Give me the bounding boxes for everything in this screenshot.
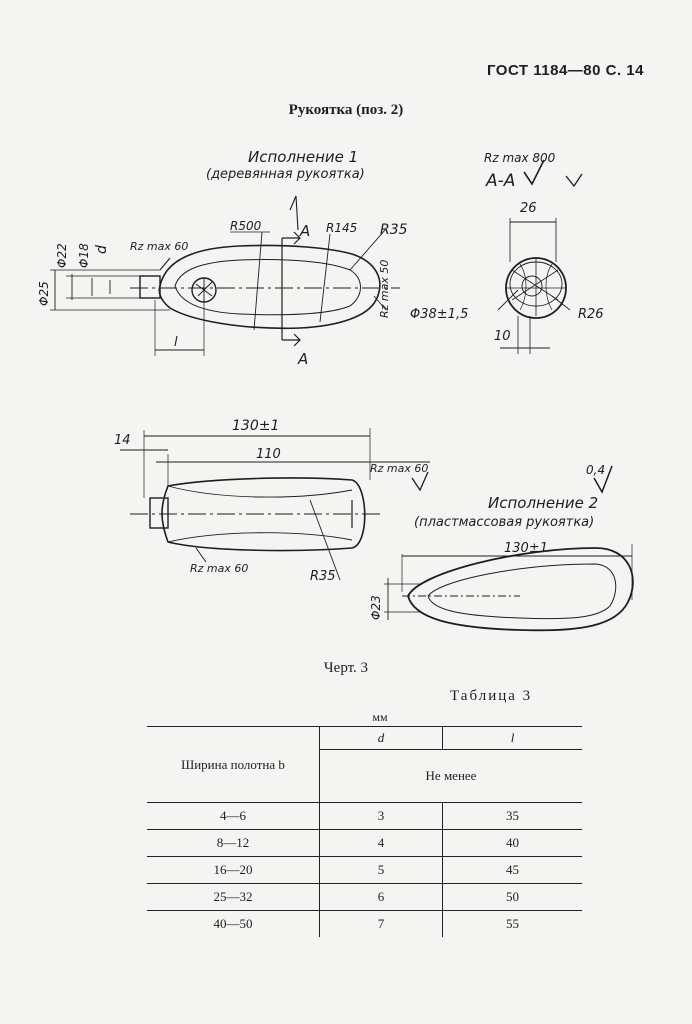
handle-side-ferrule [149, 497, 169, 529]
header-l: l [442, 726, 582, 750]
handle1-inner [174, 258, 361, 316]
label-section: А-А [485, 171, 515, 191]
cell-d: 5 [319, 856, 443, 884]
label-r500: R500 [230, 219, 262, 233]
label-section-rough: Rz max 800 [484, 151, 556, 165]
handle2-outline [407, 547, 634, 632]
label-r145: R145 [326, 221, 357, 235]
cell-d: 4 [319, 829, 443, 857]
label-rz60: Rz max 60 [130, 240, 188, 253]
cell-d: 7 [319, 910, 443, 937]
label-l130: 130±1 [232, 418, 279, 434]
cell-d: 3 [319, 802, 443, 830]
label-arrow-a-bottom: А [297, 350, 308, 368]
technical-drawing: Исполнение 1 (деревянная рукоятка) Rz ma… [37, 148, 634, 632]
label-r26: R26 [578, 307, 604, 322]
table-unit: мм [372, 710, 388, 724]
cell-d: 6 [319, 883, 443, 911]
cell-b: 16—20 [147, 856, 320, 884]
handle-side-outline [161, 477, 366, 552]
cell-l: 45 [442, 856, 582, 884]
table-row: 8—12 4 40 [147, 829, 582, 857]
handle1-outline [158, 244, 381, 330]
label-execution2: Исполнение 2 [488, 494, 598, 512]
figure-caption: Черт. 3 [323, 660, 369, 676]
table-row: 25—32 6 50 [147, 883, 582, 911]
label-d23: Φ23 [369, 595, 383, 620]
cell-l: 55 [442, 910, 582, 937]
dimensions-table: Ширина полотна b d l Не менее 4—6 3 35 8… [147, 726, 582, 937]
cell-b: 25—32 [147, 883, 320, 911]
header-d: d [319, 726, 443, 750]
label-rz60c: Rz max 60 [190, 562, 248, 575]
cell-b: 8—12 [147, 829, 320, 857]
label-execution1-sub: (деревянная рукоятка) [206, 167, 365, 182]
label-r35b: R35 [310, 569, 336, 584]
cell-b: 40—50 [213, 916, 253, 931]
label-d18: Φ18 [77, 243, 91, 268]
cell-l: 40 [442, 829, 582, 857]
label-r35: R35 [380, 222, 408, 238]
header-min-note: Не менее [319, 749, 582, 803]
label-arrow-a-top: А [299, 222, 310, 240]
cell-l: 50 [442, 883, 582, 911]
label-l: l [174, 335, 178, 350]
cell-b: 4—6 [147, 802, 320, 830]
label-r04: 0,4 [586, 463, 605, 477]
page-header: ГОСТ 1184—80 С. 14 [486, 62, 644, 79]
header-width: Ширина полотна b [147, 726, 320, 803]
drawing-title: Рукоятка (поз. 2) [288, 102, 404, 118]
label-rz60b: Rz max 60 [370, 462, 428, 475]
label-execution2-sub: (пластмассовая рукоятка) [414, 515, 594, 530]
label-d22: Φ22 [55, 243, 69, 268]
label-w26: 26 [520, 201, 537, 216]
label-d25: Φ25 [37, 281, 51, 306]
label-w14: 14 [114, 433, 131, 448]
label-rz50: Rz max 50 [378, 260, 391, 318]
handle2-inner [427, 563, 617, 620]
handle1-ferrule [139, 275, 161, 299]
table-row: 4—6 3 35 [147, 802, 582, 830]
label-d38: Φ38±1,5 [410, 307, 468, 322]
label-d: d [94, 245, 110, 254]
label-w110: 110 [256, 447, 281, 462]
label-l130b: 130±1 [504, 541, 548, 556]
cell-l: 35 [442, 802, 582, 830]
table-row: 40—50 7 55 [147, 910, 582, 937]
table-row: 16—20 5 45 [147, 856, 582, 884]
label-w10: 10 [494, 329, 511, 344]
table-caption: Таблица 3 [450, 688, 533, 704]
label-execution1: Исполнение 1 [248, 148, 358, 166]
